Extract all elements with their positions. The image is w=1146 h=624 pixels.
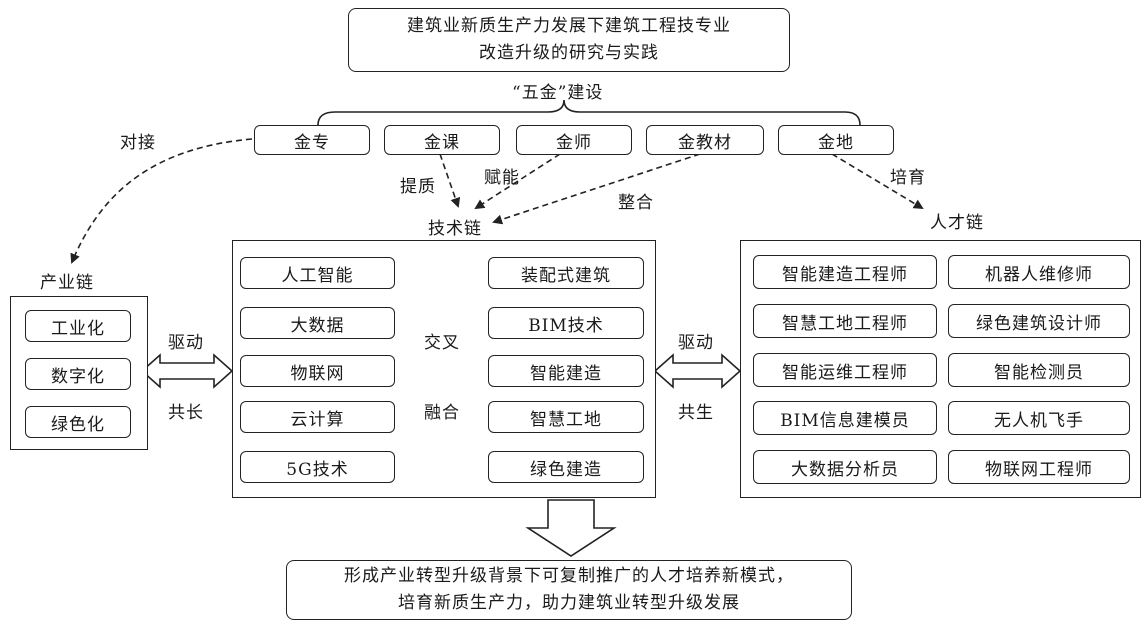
label-jiaocha: 交叉: [424, 333, 460, 353]
title-line-2: 改造升级的研究与实践: [479, 43, 659, 63]
label-tizhi: 提质: [400, 177, 436, 197]
industry-item-shuzihua: 数字化: [25, 358, 131, 390]
result-line-2: 培育新质生产力，助力建筑业转型升级发展: [398, 593, 740, 613]
talent-chain-label: 人才链: [930, 213, 984, 233]
title-line-1: 建筑业新质生产力发展下建筑工程技专业: [407, 16, 731, 36]
down-arrow: [525, 499, 617, 557]
tech-chain-label: 技术链: [428, 219, 482, 239]
label-qudong-left: 驱动: [168, 333, 204, 353]
tech-right-bim: BIM技术: [488, 307, 644, 339]
tech-left-ai: 人工智能: [240, 257, 395, 289]
double-arrow-right: [653, 353, 742, 389]
talent-right-2: 绿色建筑设计师: [948, 304, 1130, 338]
arrow-zhenghe: [492, 153, 701, 225]
talent-right-3: 智能检测员: [948, 353, 1130, 387]
wujin-item-jinshi: 金师: [516, 125, 632, 155]
label-qudong-right: 驱动: [678, 333, 714, 353]
label-funeng: 赋能: [484, 168, 520, 188]
industry-item-gongyehua: 工业化: [25, 310, 131, 342]
tech-left-cloud: 云计算: [240, 401, 395, 433]
double-arrow-left: [140, 353, 234, 389]
label-gongsheng: 共生: [678, 403, 714, 423]
wujin-brace: [317, 99, 861, 126]
wujin-item-jinke: 金课: [384, 125, 500, 155]
industry-item-lvsehua: 绿色化: [25, 406, 131, 438]
talent-right-5: 物联网工程师: [948, 450, 1130, 484]
label-zhenghe: 整合: [618, 193, 654, 213]
talent-left-5: 大数据分析员: [753, 450, 937, 484]
talent-right-1: 机器人维修师: [948, 255, 1130, 289]
wujin-item-jinjiaocai: 金教材: [646, 125, 764, 155]
tech-right-green: 绿色建造: [488, 451, 644, 483]
label-duijie: 对接: [120, 133, 156, 153]
talent-left-2: 智慧工地工程师: [753, 304, 937, 338]
tech-left-5g: 5G技术: [240, 451, 395, 483]
arrow-peiyu: [831, 153, 924, 210]
wujin-item-jinzhuan: 金专: [254, 125, 370, 155]
title-box: 建筑业新质生产力发展下建筑工程技专业 改造升级的研究与实践: [348, 8, 790, 72]
label-peiyu: 培育: [890, 168, 926, 188]
tech-left-iot: 物联网: [240, 355, 395, 387]
tech-right-smartbuild: 智能建造: [488, 355, 644, 387]
industry-chain-label: 产业链: [40, 273, 94, 293]
arrow-funeng: [474, 153, 561, 210]
label-gongzhang: 共长: [168, 403, 204, 423]
arrow-tizhi: [439, 153, 461, 208]
wujin-item-jindi: 金地: [778, 125, 894, 155]
talent-left-1: 智能建造工程师: [753, 255, 937, 289]
wujin-heading: “五金”建设: [512, 83, 604, 103]
talent-left-4: BIM信息建模员: [753, 401, 937, 435]
label-ronghe: 融合: [424, 403, 460, 423]
arrow-duijie: [70, 138, 253, 264]
result-box: 形成产业转型升级背景下可复制推广的人才培养新模式， 培育新质生产力，助力建筑业转…: [286, 560, 852, 620]
tech-left-bigdata: 大数据: [240, 307, 395, 339]
result-line-1: 形成产业转型升级背景下可复制推广的人才培养新模式，: [344, 566, 794, 586]
tech-right-prefab: 装配式建筑: [488, 257, 644, 289]
tech-right-smartsite: 智慧工地: [488, 401, 644, 433]
talent-right-4: 无人机飞手: [948, 401, 1130, 435]
talent-left-3: 智能运维工程师: [753, 353, 937, 387]
